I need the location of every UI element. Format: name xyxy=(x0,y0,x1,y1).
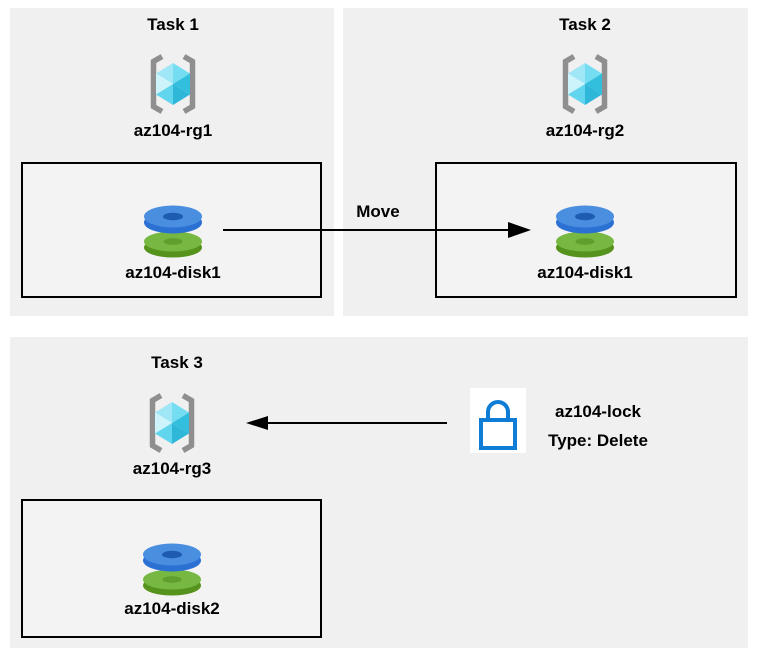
disk-icon xyxy=(142,202,204,261)
move-arrow-label: Move xyxy=(356,202,400,221)
resource-group-label: az104-rg2 xyxy=(545,121,625,140)
task2-title: Task 2 xyxy=(559,15,611,34)
disk-label: az104-disk1 xyxy=(125,263,221,282)
lock-name: az104-lock xyxy=(554,402,641,421)
lock-arrow-line xyxy=(267,422,447,424)
lock-type: Type: Delete xyxy=(548,431,648,450)
lock-arrowhead-left-icon xyxy=(246,416,268,430)
disk-icon xyxy=(554,202,616,261)
resource-group-icon xyxy=(555,53,615,115)
move-arrowhead-right-icon xyxy=(508,222,531,238)
resource-group-label: az104-rg1 xyxy=(133,121,213,140)
disk-label: az104-disk2 xyxy=(124,599,220,618)
disk-label: az104-disk1 xyxy=(537,263,633,282)
task3-title: Task 3 xyxy=(151,353,203,372)
lock-icon xyxy=(470,388,526,453)
move-arrow-line xyxy=(223,229,508,231)
task3-resource-box xyxy=(21,499,322,638)
lock-caption: az104-lock Type: Delete xyxy=(548,397,648,455)
disk-icon xyxy=(141,540,203,599)
resource-group-icon xyxy=(143,53,203,115)
resource-group-icon xyxy=(142,392,202,454)
task1-title: Task 1 xyxy=(147,15,199,34)
resource-group-label: az104-rg3 xyxy=(132,459,212,478)
